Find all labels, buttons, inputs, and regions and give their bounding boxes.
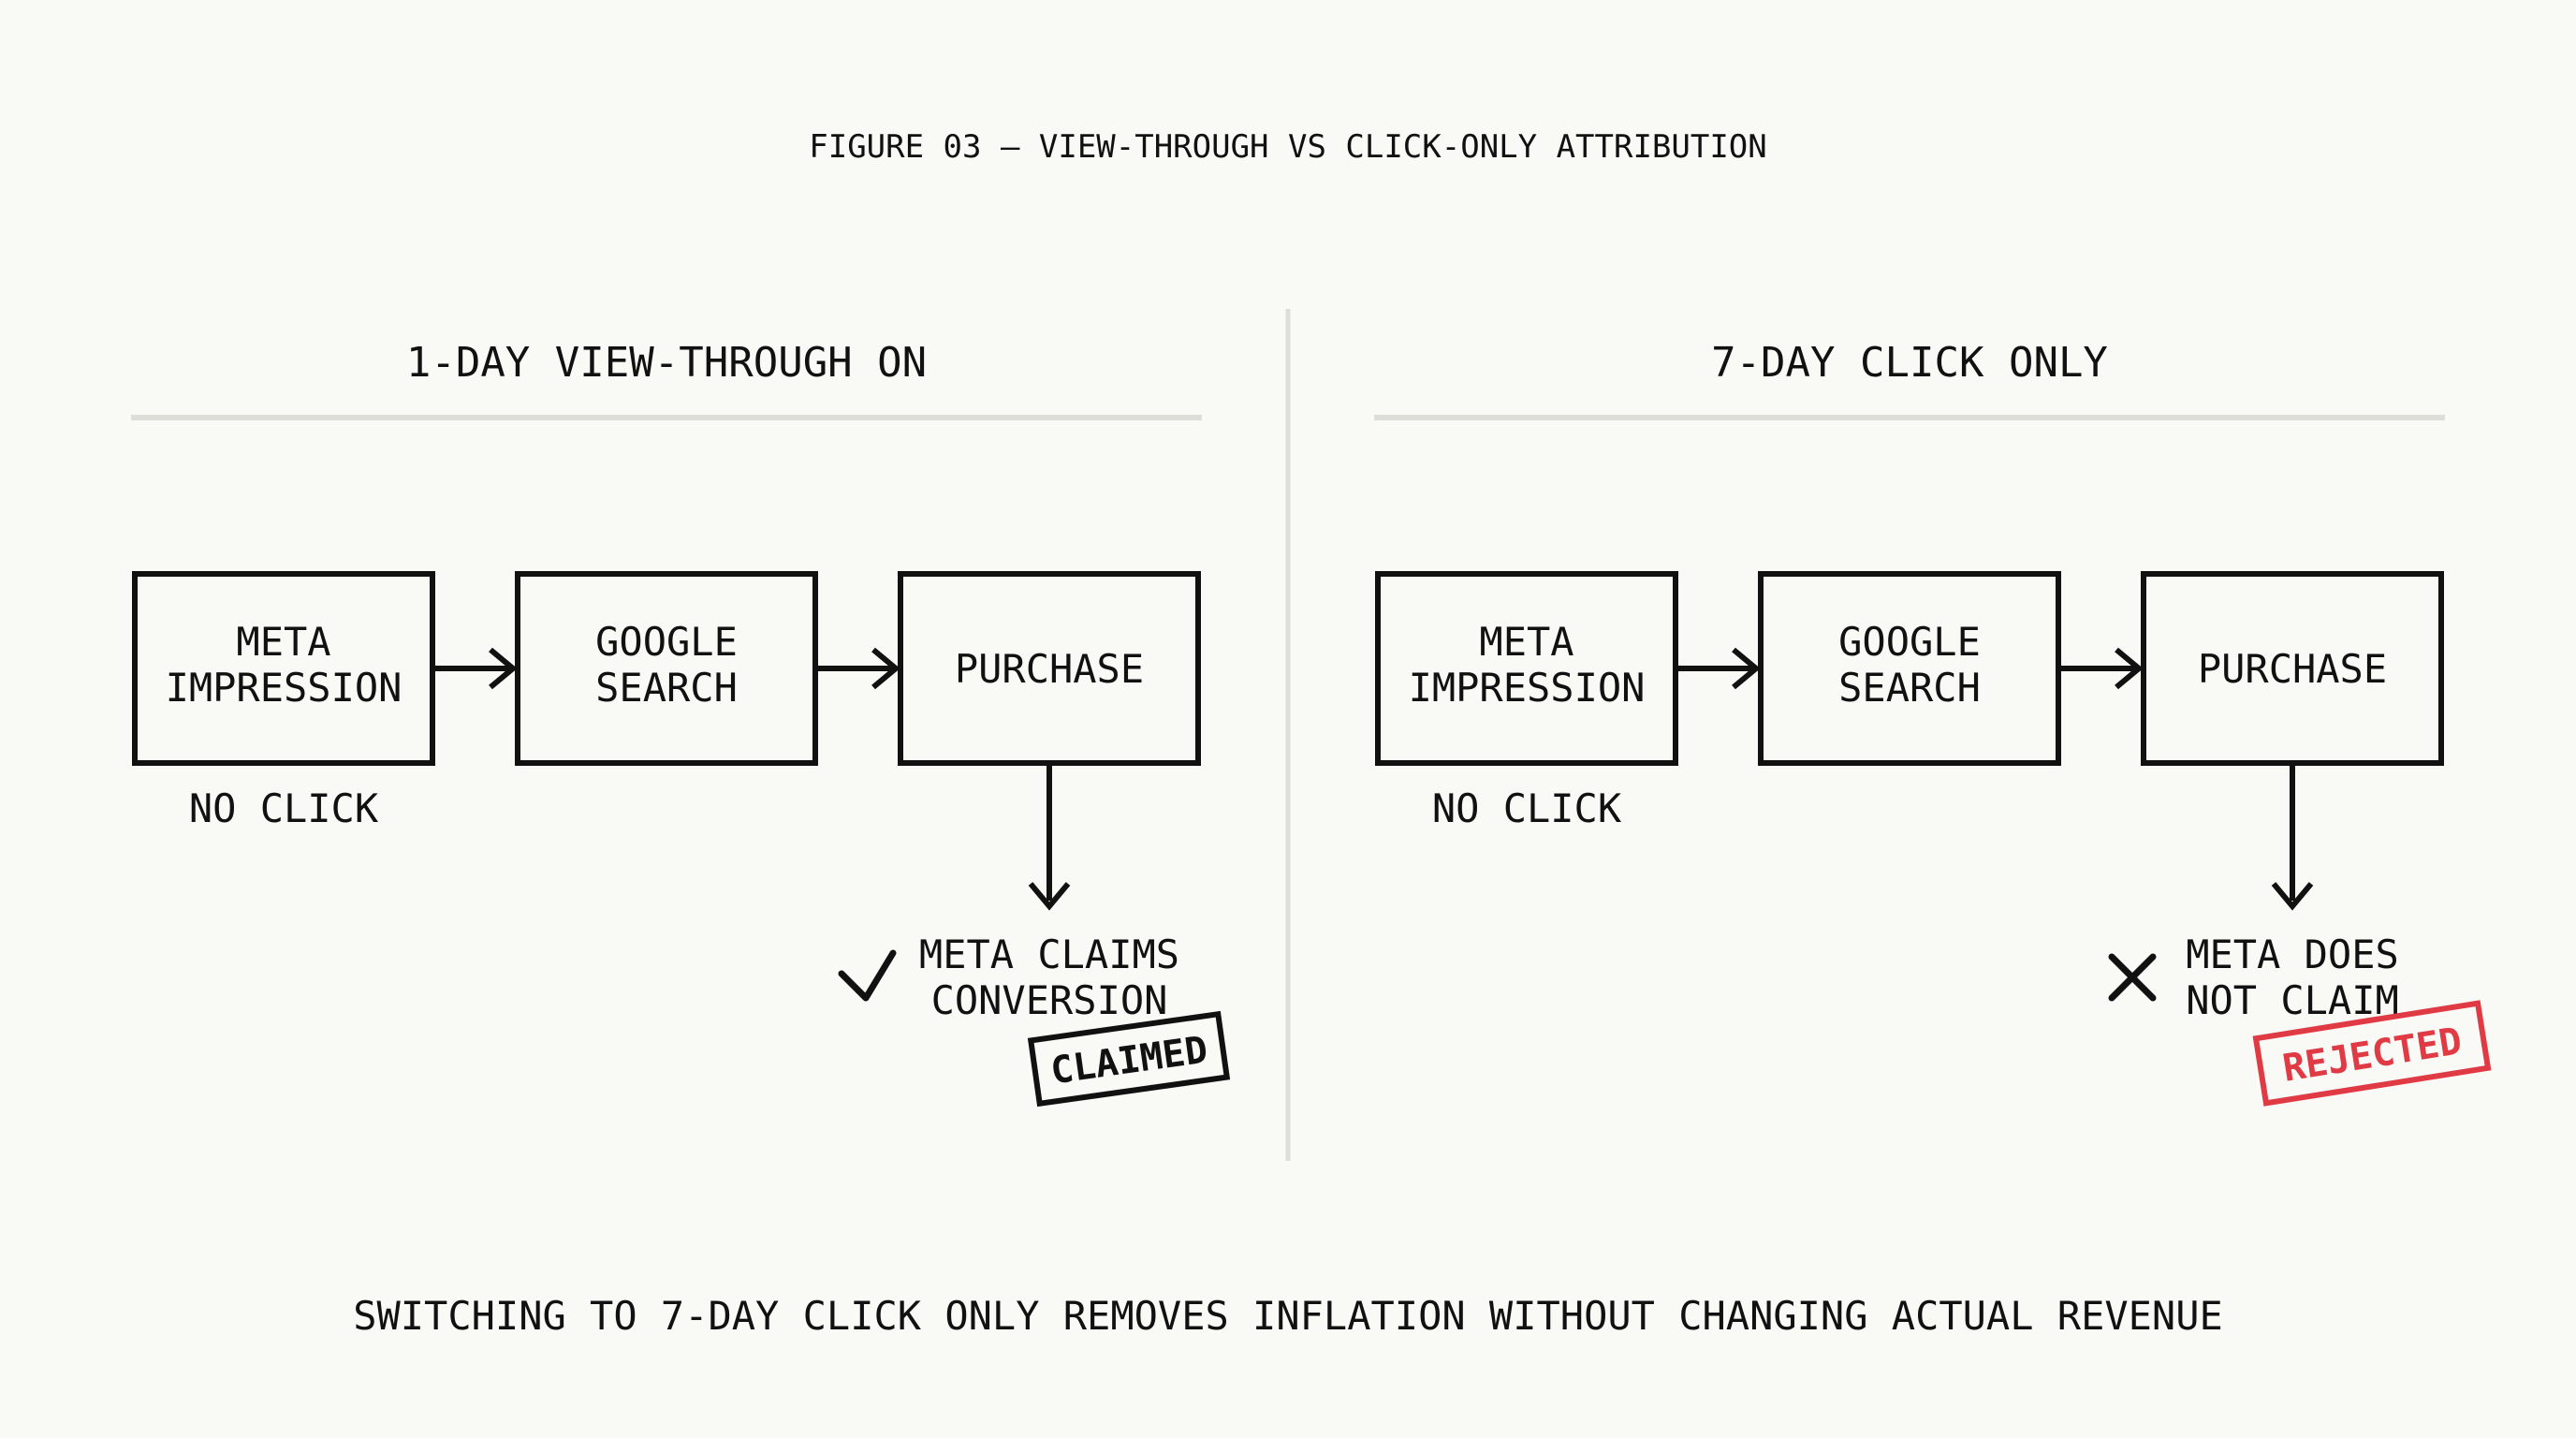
stamp-border bbox=[2252, 1000, 2492, 1107]
stamp-border bbox=[1027, 1010, 1231, 1108]
outcome-text-line: META CLAIMS bbox=[919, 932, 1179, 977]
step-label-line: SEARCH bbox=[1838, 665, 1981, 711]
flow-arrowhead bbox=[1732, 647, 1761, 690]
step-label-line: GOOGLE bbox=[1838, 619, 1981, 665]
outcome-text-line: CONVERSION bbox=[931, 977, 1168, 1023]
outcome-arrowhead bbox=[1028, 882, 1071, 911]
flow-arrowhead bbox=[871, 647, 900, 690]
claimed-stamp: CLAIMED bbox=[1027, 1010, 1231, 1108]
step-label-line: PURCHASE bbox=[2198, 646, 2387, 692]
step-label-line: SEARCH bbox=[595, 665, 738, 711]
outcome-text-line: META DOES bbox=[2186, 932, 2399, 977]
no-click-note: NO CLICK bbox=[1432, 785, 1622, 831]
flow-arrowhead bbox=[2115, 647, 2144, 690]
no-click-note: NO CLICK bbox=[189, 785, 379, 831]
footer-caption: SWITCHING TO 7-DAY CLICK ONLY REMOVES IN… bbox=[353, 1293, 2223, 1339]
figure-title: FIGURE 03 — VIEW-THROUGH VS CLICK-ONLY A… bbox=[809, 128, 1767, 166]
outcome-text-line: NOT CLAIM bbox=[2186, 977, 2399, 1023]
step-label-line: META bbox=[236, 619, 330, 665]
step-label-line: IMPRESSION bbox=[1409, 665, 1646, 711]
panel-heading: 7-DAY CLICK ONLY bbox=[1711, 339, 2108, 387]
step-label-line: PURCHASE bbox=[955, 646, 1144, 692]
outcome-arrowhead bbox=[2271, 882, 2314, 911]
cross-icon bbox=[2108, 953, 2157, 1002]
panel-heading: 1-DAY VIEW-THROUGH ON bbox=[406, 339, 927, 387]
flow-arrowhead bbox=[489, 647, 518, 690]
step-label-line: IMPRESSION bbox=[166, 665, 402, 711]
check-icon bbox=[838, 949, 897, 1002]
step-label-line: GOOGLE bbox=[595, 619, 738, 665]
panel-view-through: 1-DAY VIEW-THROUGH ON META IMPRESSION GO… bbox=[131, 339, 1231, 1108]
step-label-line: META bbox=[1479, 619, 1573, 665]
panel-click-only: 7-DAY CLICK ONLY META IMPRESSION GOOGLE … bbox=[1374, 339, 2492, 1107]
